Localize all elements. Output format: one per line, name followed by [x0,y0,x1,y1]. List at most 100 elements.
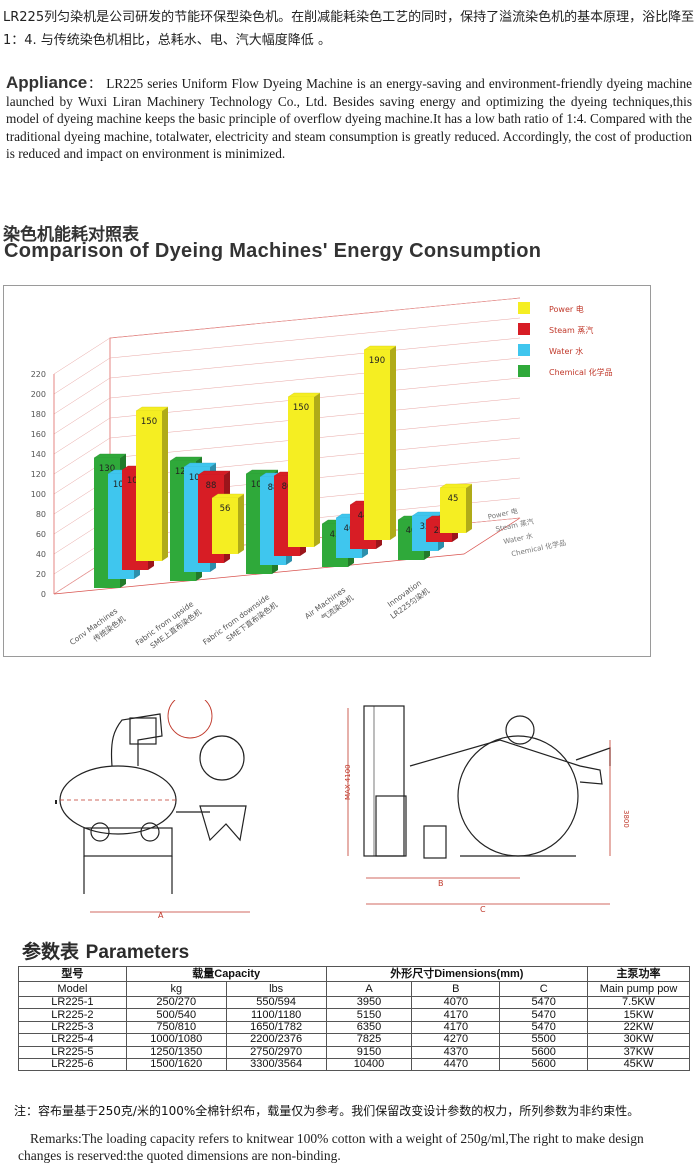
appliance-lead: Appliance [6,73,88,92]
bar-top [93,453,127,459]
machine-front-svg: A [55,700,250,920]
bar-side [162,407,168,561]
cell-model: LR225-3 [18,1020,127,1035]
gridline [109,297,521,339]
bar-top [363,345,397,351]
legend-swatch [518,365,530,377]
cell-kg: 500/540 [125,1008,227,1022]
cell-lbs: 2750/2970 [225,1045,327,1059]
bar-value-label: 150 [293,403,309,413]
bar-value-label: 105 [189,473,205,483]
bar-value-label: 40 [344,524,355,534]
cell-pump: 30KW [587,1033,690,1047]
cell-pump: 15KW [587,1008,690,1022]
bar-value-label: 120 [175,467,191,477]
th-kg: kg [125,981,227,997]
th-dimensions: 外形尺寸Dimensions(mm) [325,966,589,982]
cell-kg: 1500/1620 [125,1057,227,1072]
gridline [53,357,111,395]
cell-a: 6350 [325,1020,413,1035]
bar-value-label: 40 [406,526,417,536]
bar-value-label: 35 [420,522,431,532]
stack [363,705,405,857]
dim-label-max-height: MAX-4100 [344,764,352,800]
y-tick-label: 0 [41,590,46,599]
gridline [53,437,111,475]
bar-value-label: 190 [369,356,385,366]
appliance-sep: ： [87,76,103,91]
bar-value-label: 150 [141,417,157,427]
y-tick-label: 180 [31,410,46,419]
cell-b: 4270 [411,1033,501,1047]
cell-lbs: 1650/1782 [225,1020,327,1035]
cell-b: 4370 [411,1045,501,1059]
bar-value-label: 80 [282,482,293,492]
bar-top [411,511,445,517]
depth-label: Water 水 [503,531,534,546]
cell-a: 10400 [325,1057,413,1072]
dim-label-height: 3800 [622,810,630,828]
y-tick-label: 80 [36,510,46,519]
cell-model: LR225-5 [18,1045,127,1059]
cell-model: LR225-6 [18,1057,127,1072]
remarks-cn: 注：容布量基于250克/米的100%全棉针织布，载量仅为参考。我们保留改变设计参… [14,1104,640,1118]
cell-c: 5470 [499,1020,589,1035]
bar-top [287,392,321,398]
bar-value-label: 43 [330,530,341,540]
y-tick-label: 160 [31,430,46,439]
parameters-title: 参数表 Parameters [22,937,189,964]
legend-swatch [518,344,530,356]
cell-model: LR225-1 [18,995,127,1010]
machine-drawing-front: A [50,700,260,920]
y-tick-label: 100 [31,490,46,499]
cell-pump: 22KW [587,1020,690,1035]
cell-c: 5470 [499,1008,589,1022]
cell-b: 4170 [411,1020,501,1035]
cell-lbs: 2200/2376 [225,1033,327,1047]
dim-label-a: A [158,911,164,920]
gridline [53,417,111,455]
bar [136,411,162,561]
cell-model: LR225-2 [18,1008,127,1022]
bar-value-label: 130 [99,464,115,474]
th-lbs: lbs [225,981,327,997]
bar-value-label: 22 [434,526,445,536]
cell-a: 3950 [325,995,413,1010]
bar-top [439,483,473,489]
bar [212,498,238,554]
bar-value-label: 44 [358,511,369,521]
legend-label: Water 水 [549,346,583,356]
bar [440,488,466,533]
cell-a: 7825 [325,1033,413,1047]
bar-value-label: 56 [220,504,231,514]
bar-value-label: 100 [251,480,267,490]
bar-top [135,406,169,412]
cell-b: 4170 [411,1008,501,1022]
gridline [109,317,521,359]
th-capacity: 载量Capacity [125,966,327,982]
y-tick-label: 140 [31,450,46,459]
bar-side [390,346,396,540]
remarks-en: Remarks:The loading capacity refers to k… [18,1131,644,1163]
th-model-cn: 型号 [18,966,127,982]
bar-top [183,462,217,468]
bar-top [169,456,203,462]
parameters-title-cn: 参数表 [22,941,80,963]
bar-side [466,484,472,533]
table-header-row-1: 型号 载量Capacity 外形尺寸Dimensions(mm) 主泵功率 [18,966,690,982]
cell-kg: 750/810 [125,1020,227,1035]
y-tick-label: 60 [36,530,46,539]
bar-value-label: 100 [127,476,143,486]
cell-c: 5600 [499,1045,589,1059]
cell-pump: 45KW [587,1057,690,1072]
frame-base [83,827,173,857]
gridline [53,397,111,435]
table-header-row-2: Model kg lbs A B C Main pump pow [18,981,690,997]
machine-drawing-side: MAX-4100 3800 B C [340,700,630,922]
parameters-table: 型号 载量Capacity 外形尺寸Dimensions(mm) 主泵功率 Mo… [18,966,690,1072]
cell-a: 5150 [325,1008,413,1022]
